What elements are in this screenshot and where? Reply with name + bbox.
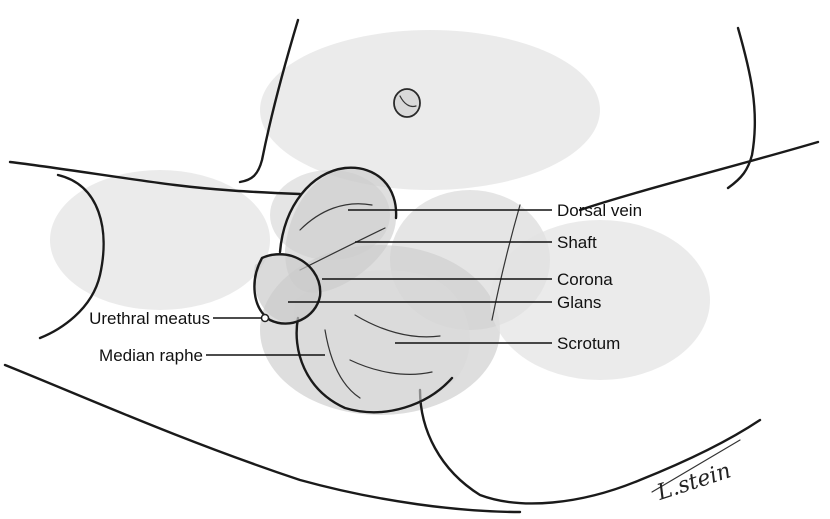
label-shaft: Shaft: [557, 233, 597, 252]
navel: [394, 89, 420, 117]
artist-signature: L.stein: [652, 440, 740, 506]
label-dorsal-vein: Dorsal vein: [557, 201, 642, 220]
label-scrotum: Scrotum: [557, 334, 620, 353]
label-median-raphe: Median raphe: [99, 346, 203, 365]
label-glans: Glans: [557, 293, 601, 312]
label-corona: Corona: [557, 270, 613, 289]
label-urethral-meatus: Urethral meatus: [89, 309, 210, 328]
signature-text: L.stein: [653, 458, 734, 506]
